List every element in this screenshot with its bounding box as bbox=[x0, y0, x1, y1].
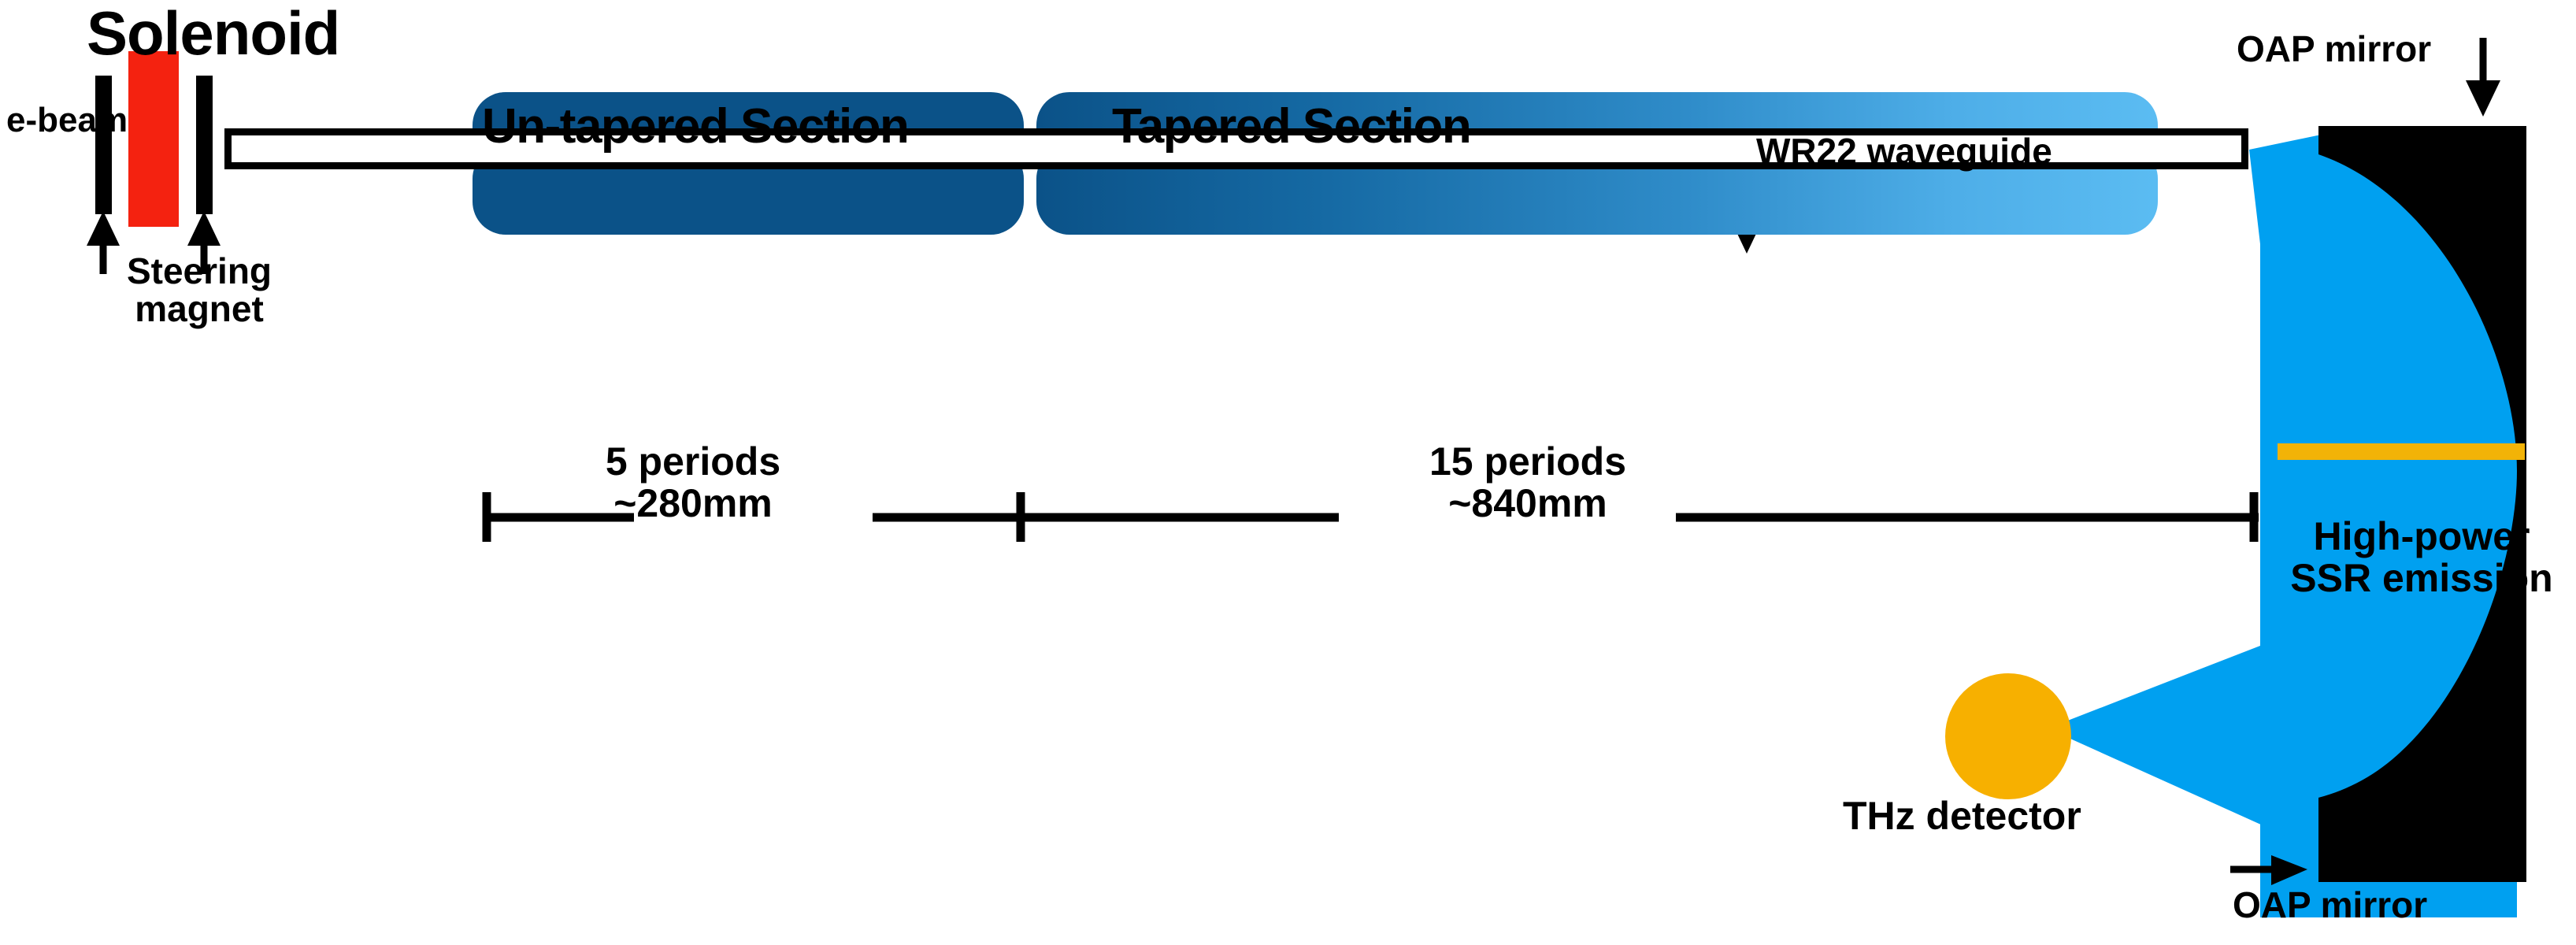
oap-mirror-bottom-label: OAP mirror bbox=[2233, 884, 2428, 925]
dimension-periods-tapered: 15 periods bbox=[1429, 439, 1627, 484]
untapered-section-label: Un-tapered Section bbox=[482, 99, 910, 154]
dimension-length-tapered: ~840mm bbox=[1448, 480, 1607, 525]
oap-mirror-upper bbox=[2318, 126, 2526, 882]
dimension-length-untapered: ~280mm bbox=[613, 480, 773, 525]
thz-detector-label: THz detector bbox=[1843, 794, 2081, 838]
tapered-section-label: Tapered Section bbox=[1112, 99, 1472, 154]
oap-mirror-top-label: OAP mirror bbox=[2237, 28, 2432, 69]
steering-magnet-plate-left bbox=[95, 76, 112, 214]
dimension-label-untapered: 5 periods ~280mm bbox=[551, 441, 835, 524]
gold-aperture-bar bbox=[2278, 443, 2525, 460]
wr22-waveguide-label: WR22 waveguide bbox=[1756, 131, 2052, 172]
oap-bottom-pointer-arrow bbox=[2230, 855, 2307, 885]
oap-top-pointer-arrow bbox=[2466, 38, 2500, 117]
dimension-label-tapered: 15 periods ~840mm bbox=[1370, 441, 1685, 524]
dimension-periods-untapered: 5 periods bbox=[605, 439, 781, 484]
wr22-waveguide bbox=[224, 128, 2248, 169]
thz-detector bbox=[1945, 673, 2071, 799]
solenoid-coil bbox=[128, 51, 179, 227]
page-title: Solenoid bbox=[87, 0, 340, 68]
ebeam-label: e-beam bbox=[6, 101, 128, 139]
steering-magnet-plate-right bbox=[196, 76, 213, 214]
